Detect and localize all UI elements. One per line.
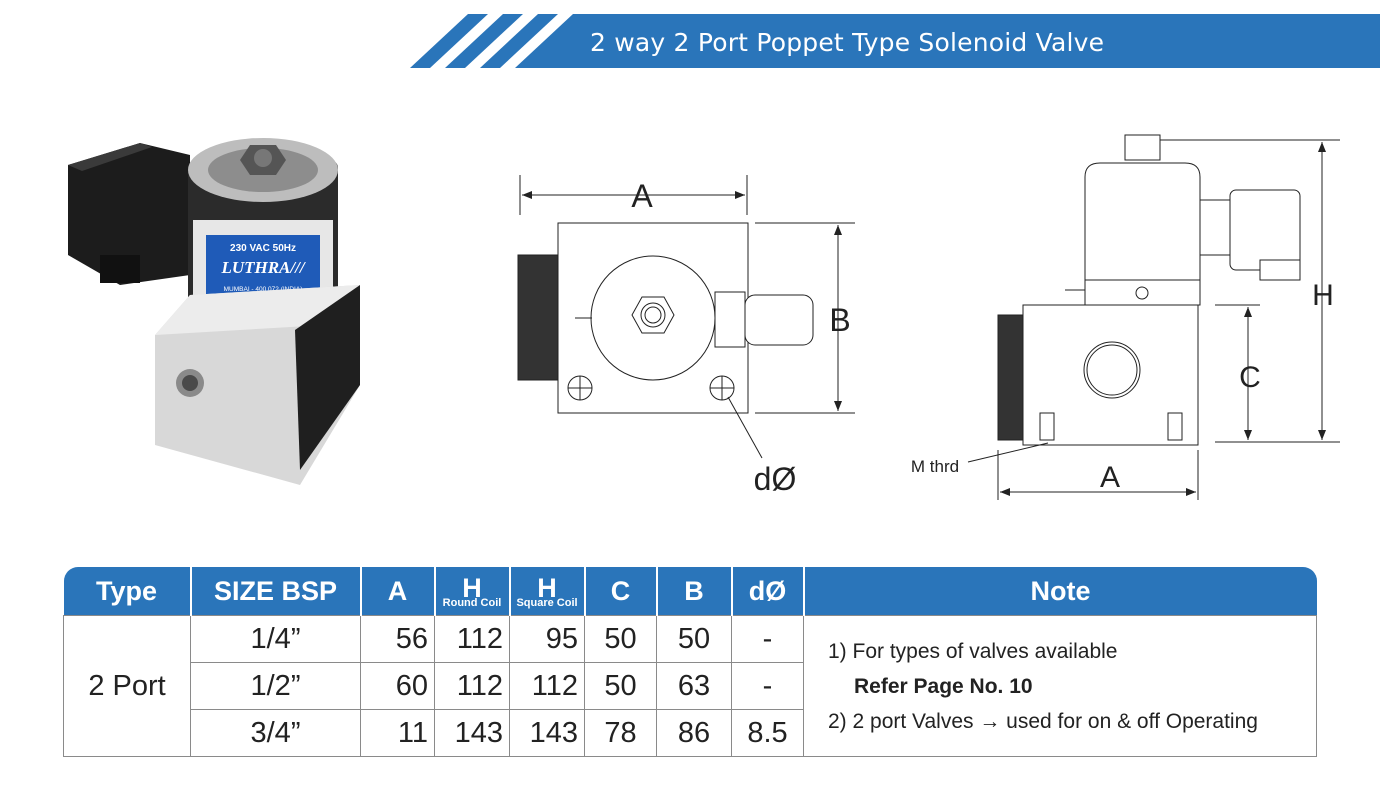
dim-c-label: C	[1239, 361, 1261, 394]
b-cell: 86	[656, 709, 732, 757]
table-row: 2 Port 1/4” 56 112 95 50 50 - 1) For typ…	[63, 615, 1317, 757]
d-cell: -	[731, 615, 804, 663]
d-cell: 8.5	[731, 709, 804, 757]
col-h-square: H Square Coil	[508, 567, 585, 616]
col-h-round-sub: Round Coil	[442, 596, 502, 609]
h-square-cell: 112	[509, 662, 585, 710]
h-square-cell: 95	[509, 615, 585, 663]
address-label: MUMBAI - 400 072 (INDIA)	[224, 286, 303, 293]
note-line-3: 2) 2 port Valves → used for on & off Ope…	[828, 709, 1258, 733]
c-cell: 50	[584, 615, 657, 663]
h-round-cell: 112	[434, 662, 510, 710]
valve-product-photo: 230 VAC 50Hz LUTHRA/// MUMBAI - 400 072 …	[68, 138, 360, 485]
col-h-square-label: H	[537, 572, 557, 603]
col-d: dØ	[730, 567, 804, 616]
thread-label: M thrd	[911, 457, 959, 476]
brand-label: LUTHRA///	[220, 258, 306, 277]
type-cell: 2 Port	[63, 615, 191, 757]
b-cell: 50	[656, 615, 732, 663]
col-h-square-sub: Square Coil	[516, 596, 578, 609]
h-round-cell: 112	[434, 615, 510, 663]
dim-b-label: B	[829, 302, 850, 338]
col-size: SIZE BSP	[189, 567, 361, 616]
dim-hole-label: dØ	[754, 461, 797, 497]
a-cell: 56	[360, 615, 435, 663]
b-cell: 63	[656, 662, 732, 710]
a-cell: 11	[360, 709, 435, 757]
c-cell: 78	[584, 709, 657, 757]
table-row: 1/2” 60 112 112 50 63 -	[64, 662, 1317, 710]
col-type: Type	[63, 567, 191, 616]
table-row: 3/4” 11 143 143 78 86 8.5	[64, 709, 1317, 757]
dim-a-side-label: A	[1100, 461, 1120, 494]
note-line-2: Refer Page No. 10	[854, 674, 1033, 698]
banner-stripes	[410, 14, 1380, 68]
coil-voltage-label: 230 VAC 50Hz	[230, 243, 296, 254]
col-c: C	[583, 567, 657, 616]
col-b: B	[655, 567, 732, 616]
d-cell: -	[731, 662, 804, 710]
col-h-round: H Round Coil	[433, 567, 510, 616]
dim-h-label: H	[1312, 279, 1334, 312]
note-cell: 1) For types of valves available Refer P…	[803, 615, 1317, 757]
note-line-1: 1) For types of valves available	[828, 639, 1118, 663]
a-cell: 60	[360, 662, 435, 710]
size-cell: 1/2”	[190, 662, 361, 710]
size-cell: 3/4”	[190, 709, 361, 757]
size-cell: 1/4”	[190, 615, 361, 663]
c-cell: 50	[584, 662, 657, 710]
col-h-round-label: H	[462, 572, 482, 603]
table-header-row: Type SIZE BSP A H Round Coil H Square Co…	[63, 567, 1317, 616]
side-view-drawing: H C A M thrd	[911, 134, 1340, 500]
h-round-cell: 143	[434, 709, 510, 757]
top-view-drawing: A B dØ	[517, 175, 855, 497]
dim-a-label: A	[631, 178, 653, 214]
h-square-cell: 143	[509, 709, 585, 757]
page-title: 2 way 2 Port Poppet Type Solenoid Valve	[590, 28, 1105, 57]
spec-table: Type SIZE BSP A H Round Coil H Square Co…	[63, 567, 1317, 757]
col-note: Note	[802, 567, 1317, 616]
col-a: A	[359, 567, 435, 616]
